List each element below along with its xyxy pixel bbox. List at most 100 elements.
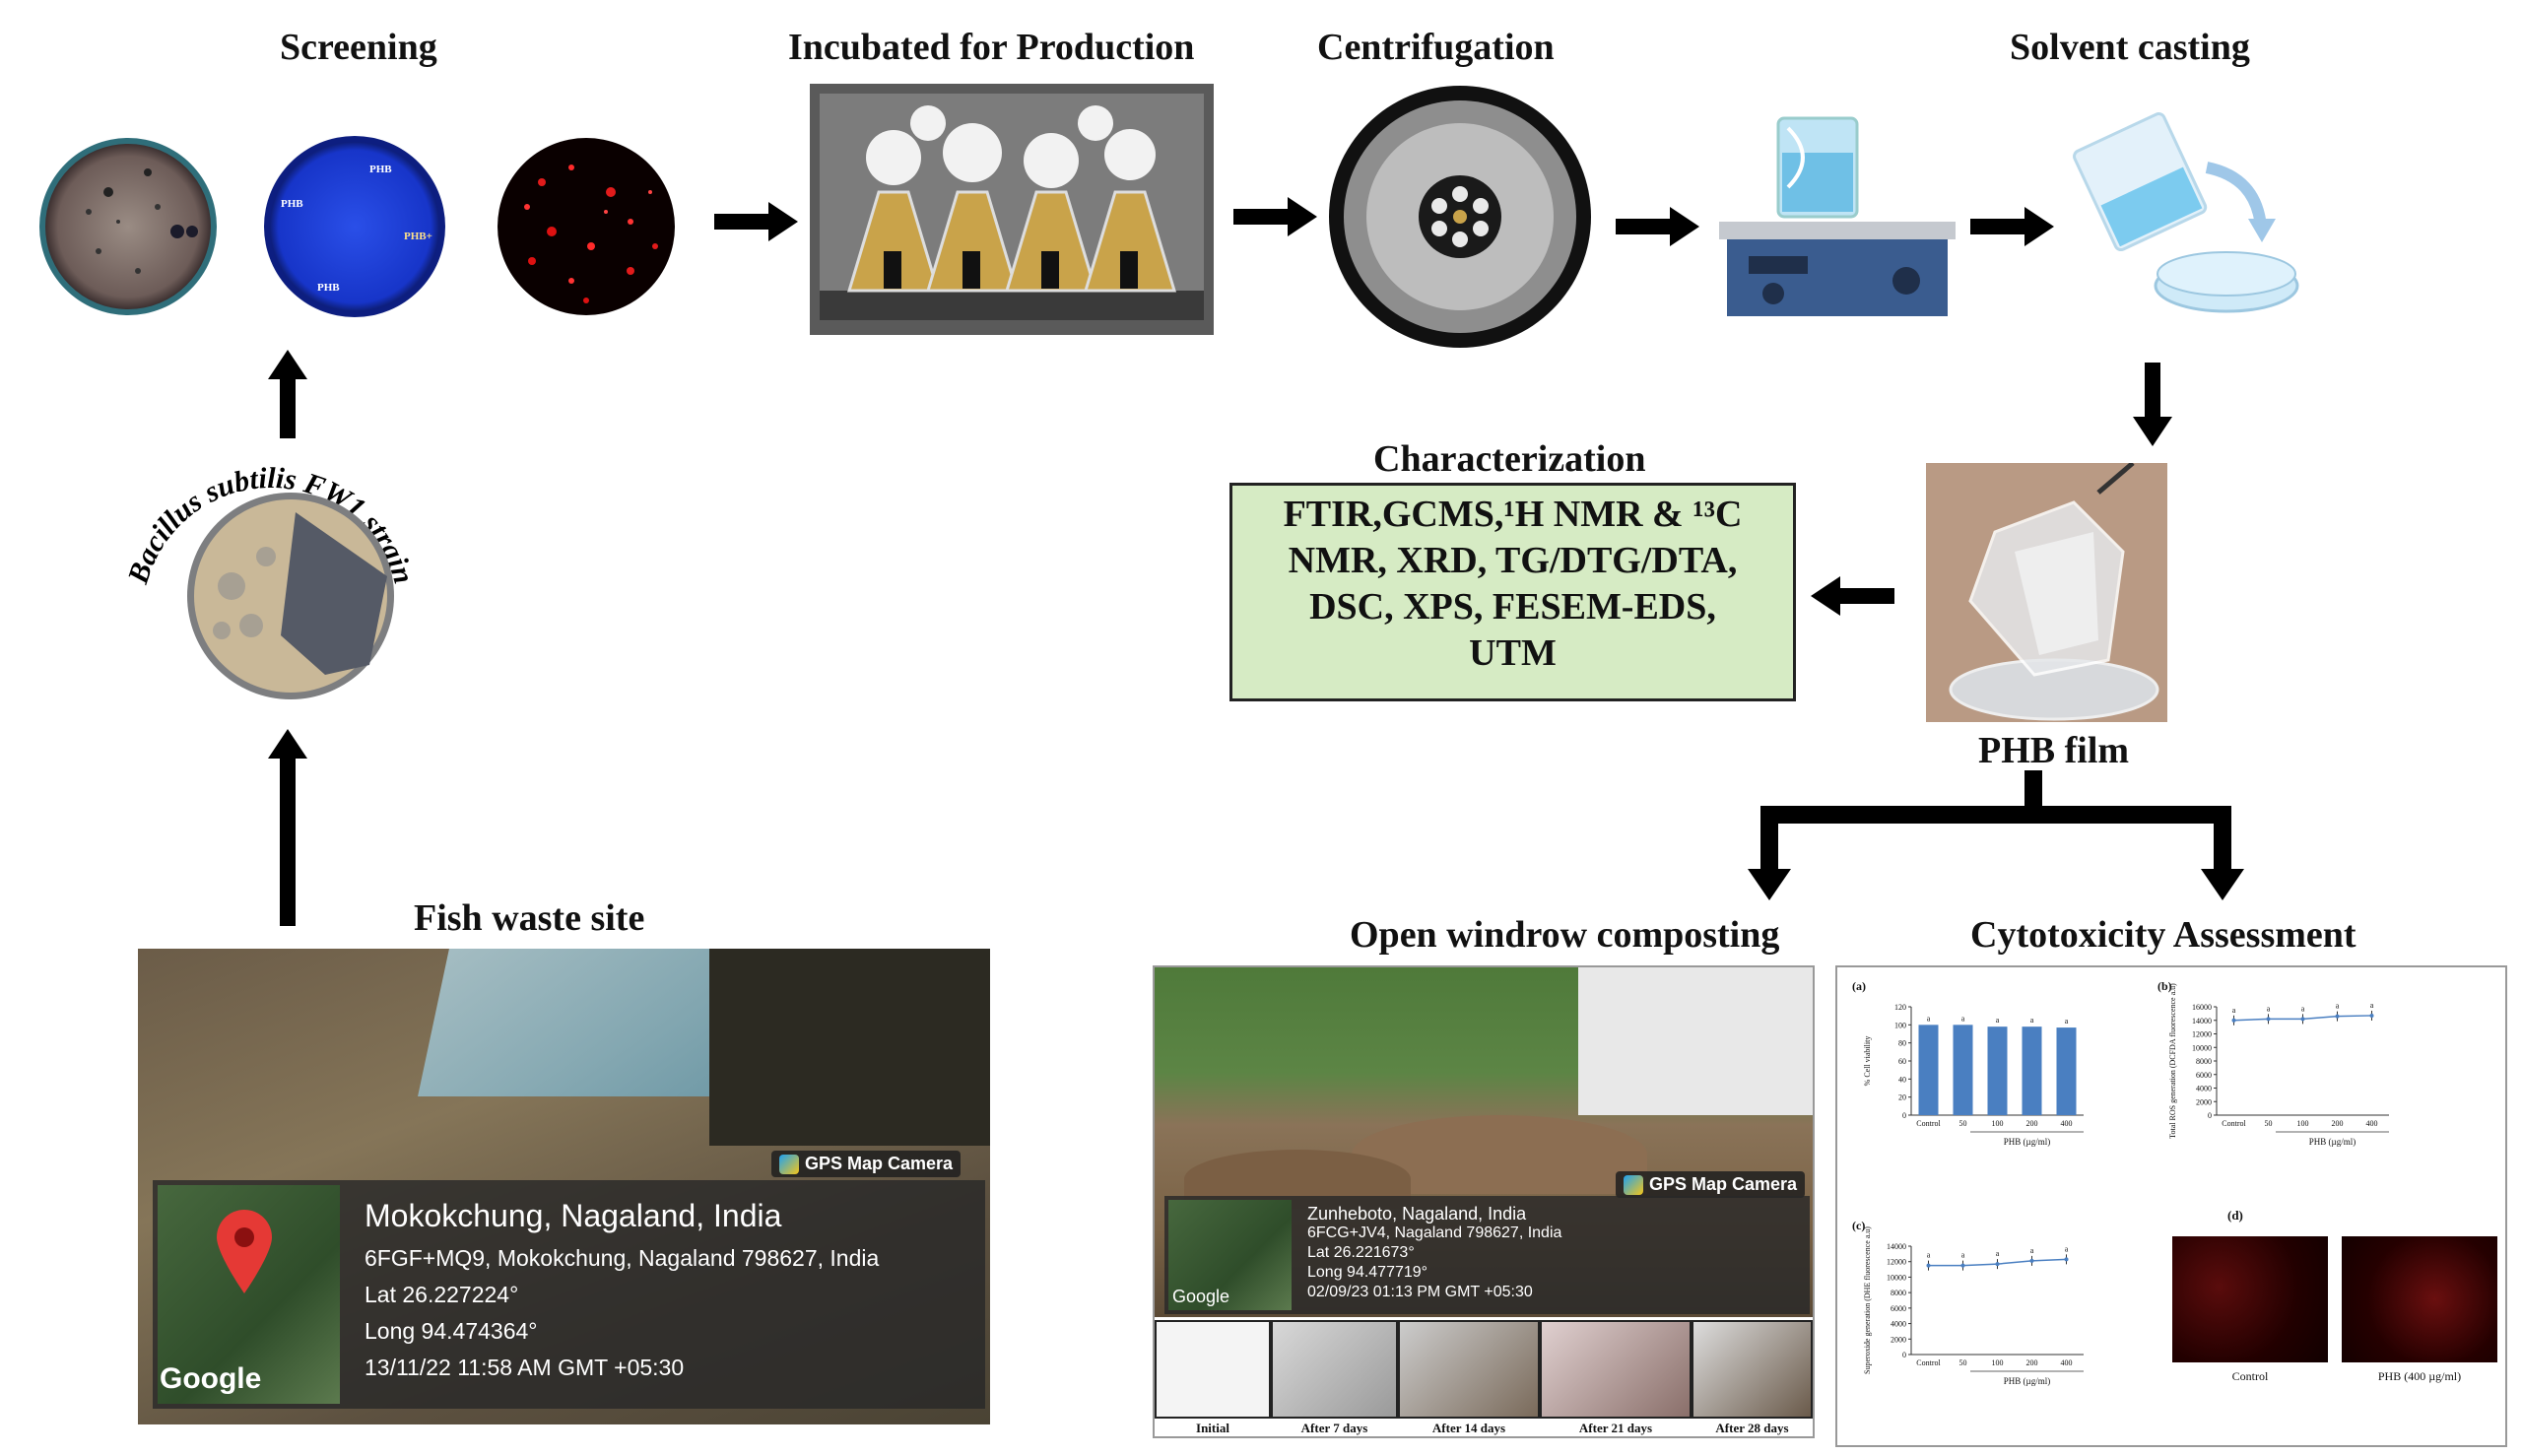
gps-badge-label: GPS Map Camera [1649,1174,1798,1194]
panel-d-caption-control: Control [2231,1369,2269,1383]
y-tick-label: 16000 [2192,1003,2212,1012]
char-line-2: NMR, XRD, TG/DTG/DTA, [1288,540,1738,581]
compost-map-thumb: Google [1168,1200,1292,1310]
x-tick-label: 400 [2061,1119,2073,1128]
compost-long: Long 94.477719° [1307,1264,1428,1281]
significance-label: a [2065,1017,2069,1026]
y-tick-label: 8000 [2196,1057,2212,1066]
y-tick-label: 4000 [2196,1085,2212,1093]
data-point [1926,1263,1931,1268]
char-line-4: UTM [1469,632,1557,674]
stage-label-28d: After 28 days [1715,1421,1789,1435]
data-point [2266,1017,2271,1022]
data-point [1960,1263,1965,1268]
compost-place: Zunheboto, Nagaland, India [1307,1204,1527,1224]
y-tick-label: 6000 [1891,1304,1906,1313]
significance-label: a [1961,1014,1965,1023]
fish-site-time: 13/11/22 11:58 AM GMT +05:30 [365,1355,685,1380]
y-tick-label: 14000 [1887,1242,1906,1251]
fish-site-geo-panel: Google Mokokchung, Nagaland, India 6FGF+… [153,1180,985,1409]
cytotoxicity-panel [1835,965,2507,1447]
panel-label: (c) [1852,1219,1865,1232]
plate-label-phb-3: PHB [317,282,340,294]
panel-label: (b) [2157,979,2172,993]
y-tick-label: 0 [1902,1111,1906,1120]
x-tick-label: Control [2222,1119,2246,1128]
x-tick-label: 400 [2061,1358,2073,1367]
waste-bag [418,949,755,1096]
compost-site-photo: GPS Map Camera Google Zunheboto, Nagalan… [1155,967,1813,1317]
centrifugation-title: Centrifugation [1317,27,1555,68]
significance-label: a [2267,1004,2271,1013]
data-point [2029,1258,2034,1263]
fish-site-place: Mokokchung, Nagaland, India [365,1198,782,1233]
data-point [2369,1013,2374,1018]
significance-label: a [1996,1016,2000,1025]
bar [1987,1026,2008,1115]
x-tick-label: 200 [2332,1119,2344,1128]
bar [2056,1027,2077,1115]
significance-label: a [1996,1249,2000,1258]
screening-plate-2: PHB PHB PHB+ PHB [264,136,445,317]
dark-rock [709,949,990,1146]
stage-7d-photo [1273,1322,1396,1417]
gps-badge-fish: GPS Map Camera [771,1151,962,1177]
y-tick-label: 10000 [1887,1273,1906,1282]
y-tick-label: 10000 [2192,1043,2212,1052]
y-tick-label: 14000 [2192,1017,2212,1026]
plate-label-phb-1: PHB [369,164,392,175]
branch-connector [1748,770,2244,900]
stage-14d-photo [1400,1322,1538,1417]
y-tick-label: 12000 [2192,1030,2212,1039]
y-tick-label: 100 [1894,1021,1906,1029]
solvent-casting-title: Solvent casting [2010,27,2250,68]
stage-label-14d: After 14 days [1431,1421,1506,1435]
screening-title: Screening [280,27,437,68]
x-tick-label: 100 [2297,1119,2309,1128]
x-tick-label: 200 [2026,1119,2038,1128]
compost-address: 6FCG+JV4, Nagaland 798627, India [1307,1224,1562,1241]
bar [1953,1025,1973,1115]
y-tick-label: 12000 [1887,1258,1906,1267]
stage-label-initial: Initial [1196,1421,1229,1435]
arrow-stirrer-to-casting [1970,207,2054,246]
significance-label: a [2065,1244,2069,1253]
screening-plates: PHB PHB PHB+ PHB [39,136,675,317]
char-line-1: FTIR,GCMS,¹H NMR & ¹³C [1283,494,1743,535]
characterization-box: FTIR,GCMS,¹H NMR & ¹³C NMR, XRD, TG/DTG/… [1229,483,1796,701]
gps-badge-compost: GPS Map Camera [1616,1171,1806,1198]
data-point [2064,1257,2069,1262]
significance-label: a [1927,1014,1931,1023]
significance-label: a [2030,1246,2034,1255]
arrow-incubation-to-centrifugation [1233,197,1317,236]
significance-label: a [2336,1002,2340,1011]
significance-label: a [2232,1006,2236,1015]
compost-lat: Lat 26.221673° [1307,1244,1415,1261]
y-axis-label: Total ROS generation (DCFDA fluorescence… [2168,983,2177,1139]
incubator-photo [810,84,1214,335]
fish-site-map-thumb: Google [158,1185,340,1404]
compost-stage-strip: Initial After 7 days After 14 days After… [1155,1320,1813,1436]
y-tick-label: 80 [1898,1039,1906,1048]
arrow-film-to-characterization [1811,576,1894,616]
fluorescence-phb-image [2342,1236,2497,1362]
bar [2022,1026,2042,1115]
y-tick-label: 8000 [1891,1289,1906,1297]
data-point [1995,1262,2000,1267]
fish-waste-site-title: Fish waste site [414,897,645,939]
data-point [2300,1017,2305,1022]
compost-map-brand: Google [1172,1287,1230,1306]
y-axis-label: Superoxide generation (DHE fluorescence … [1863,1226,1872,1374]
stage-21d-photo [1542,1322,1690,1417]
compost-time: 02/09/23 01:13 PM GMT +05:30 [1307,1284,1533,1300]
y-tick-label: 6000 [2196,1071,2212,1080]
x-tick-label: 400 [2366,1119,2378,1128]
stage-28d-photo [1693,1322,1811,1417]
y-tick-label: 20 [1898,1093,1906,1102]
strain-plate: Bacillus subtilis FW1 strain [123,462,419,699]
x-tick-label: 50 [2265,1119,2273,1128]
compost-geo-panel: Google Zunheboto, Nagaland, India 6FCG+J… [1164,1196,1810,1314]
centrifuge-photo [1329,86,1591,348]
y-tick-label: 2000 [1891,1335,1906,1344]
fluorescence-control-image [2172,1236,2328,1362]
